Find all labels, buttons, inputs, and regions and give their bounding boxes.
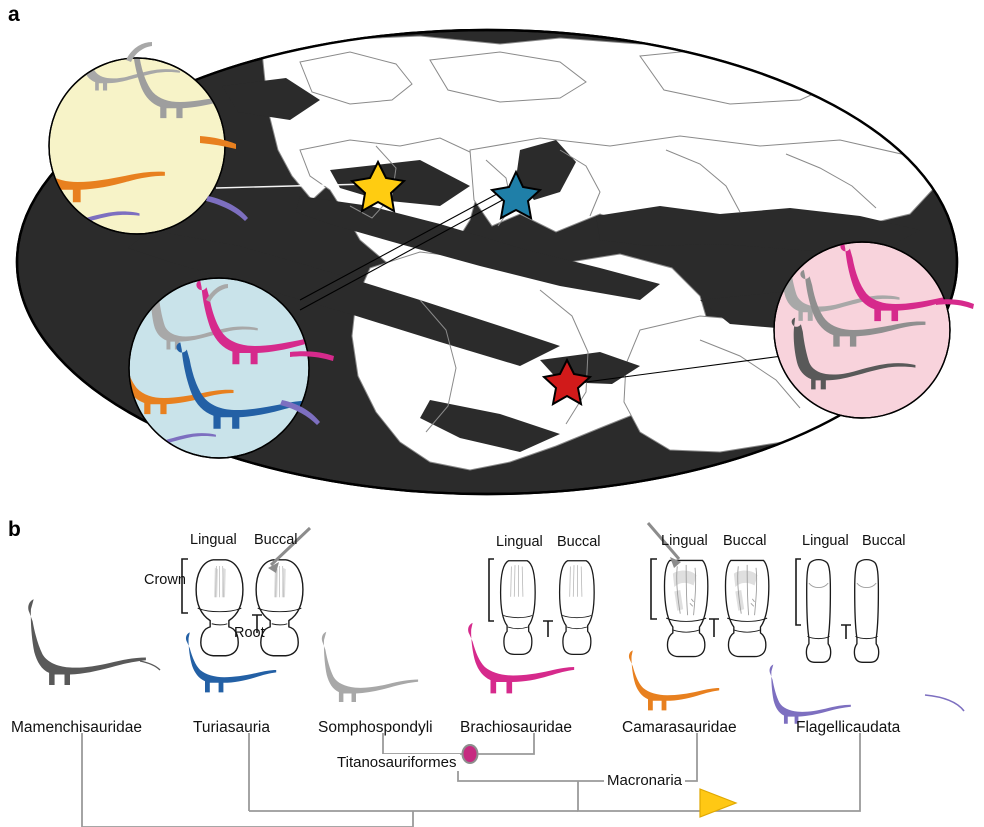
tip-silhouette-camarasauridae bbox=[628, 650, 720, 711]
locality-star-blue bbox=[489, 169, 543, 220]
tip-label-camarasauridae: Camarasauridae bbox=[622, 719, 737, 736]
cladogram bbox=[28, 522, 965, 827]
paleomap bbox=[15, 28, 974, 496]
tooth-view-label-buccal-flagellicaudata: Buccal bbox=[862, 533, 906, 549]
tip-silhouette-mamenchisauridae bbox=[28, 599, 146, 685]
flagellicaudata-whip-tail bbox=[924, 694, 965, 712]
tooth-view-label-lingual-turiasauria: Lingual bbox=[190, 532, 237, 548]
tip-label-turiasauria: Turiasauria bbox=[193, 719, 270, 736]
inset-leader-lines bbox=[215, 183, 369, 189]
teeth-camarasauridae bbox=[646, 522, 770, 658]
tooth-view-label-buccal-camarasauridae: Buccal bbox=[723, 533, 767, 549]
tooth-view-label-lingual-flagellicaudata: Lingual bbox=[802, 533, 849, 549]
mamenchisauridae-whip-tail bbox=[139, 660, 161, 671]
inset-pink bbox=[773, 241, 951, 419]
tooth-view-label-lingual-camarasauridae: Lingual bbox=[661, 533, 708, 549]
teeth-turiasauria bbox=[181, 526, 312, 657]
tip-silhouette-somphospondyli bbox=[321, 631, 419, 702]
teeth-flagellicaudata bbox=[795, 558, 880, 663]
macronaria-node-marker bbox=[699, 788, 738, 818]
tip-silhouette-flagellicaudata bbox=[769, 664, 851, 724]
clade-label-titanosauriformes: Titanosauriformes bbox=[334, 754, 460, 771]
tooth-view-label-lingual-brachiosauridae: Lingual bbox=[496, 534, 543, 550]
root-label: Root bbox=[234, 625, 265, 641]
locality-star-yellow bbox=[349, 159, 407, 213]
inset-blue bbox=[128, 277, 310, 459]
tip-label-somphospondyli: Somphospondyli bbox=[318, 719, 433, 736]
tip-label-mamenchisauridae: Mamenchisauridae bbox=[11, 719, 142, 736]
clade-label-macronaria: Macronaria bbox=[604, 772, 686, 789]
titanosauriformes-node-marker bbox=[461, 744, 479, 764]
tip-label-brachiosauridae: Brachiosauridae bbox=[460, 719, 573, 736]
locality-star-red bbox=[541, 357, 593, 406]
teeth-brachiosauridae bbox=[488, 558, 595, 656]
tooth-view-label-buccal-turiasauria: Buccal bbox=[254, 532, 298, 548]
crown-label: Crown bbox=[144, 572, 186, 588]
panel-b-label: b bbox=[8, 518, 21, 541]
tooth-view-label-buccal-brachiosauridae: Buccal bbox=[557, 534, 601, 550]
panel-a-label: a bbox=[8, 3, 20, 26]
tip-label-flagellicaudata: Flagellicaudata bbox=[796, 719, 901, 736]
